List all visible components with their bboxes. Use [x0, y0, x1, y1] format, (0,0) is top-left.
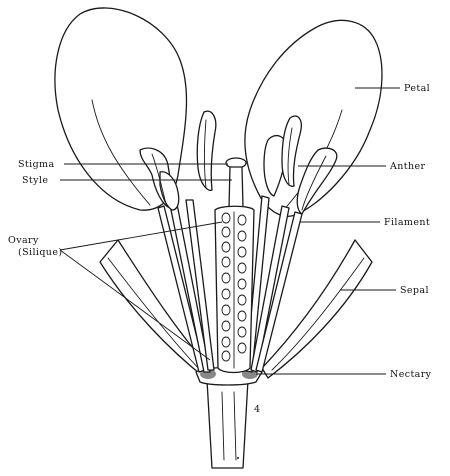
label-filament: Filament — [384, 217, 430, 228]
stalk-dot — [237, 457, 239, 459]
label-nectary: Nectary — [390, 369, 432, 380]
left-sepal-inner — [107, 257, 201, 371]
label-petal: Petal — [404, 83, 430, 94]
anther-6 — [296, 147, 338, 215]
filament-5 — [250, 205, 290, 373]
stalk-line-2 — [233, 391, 237, 461]
anther-line-6 — [301, 155, 327, 211]
anther-line-5 — [287, 127, 293, 185]
ovules — [221, 212, 247, 362]
anther-line-1 — [151, 153, 167, 205]
label-silique: (Silique) — [18, 247, 62, 258]
stalk-line — [221, 391, 225, 461]
right-sepal-inner — [271, 257, 365, 371]
anther-3 — [196, 110, 217, 191]
ovary-leader-2 — [59, 249, 211, 361]
stalk — [206, 379, 249, 469]
filament-3 — [185, 199, 215, 371]
label-stigma: Stigma — [18, 159, 55, 170]
style — [228, 166, 244, 209]
label-style: Style — [22, 175, 48, 186]
artist-mark: 4 — [254, 404, 260, 415]
filament-6 — [255, 211, 303, 373]
ovary-leader-1 — [59, 221, 223, 251]
ovary-silique — [214, 205, 255, 374]
label-anther: Anther — [389, 161, 426, 172]
label-ovary: Ovary — [8, 235, 39, 246]
left-petal-inner-line — [91, 99, 151, 206]
anther-5 — [281, 115, 302, 187]
label-sepal: Sepal — [400, 285, 429, 296]
anther-line-3 — [204, 119, 207, 189]
